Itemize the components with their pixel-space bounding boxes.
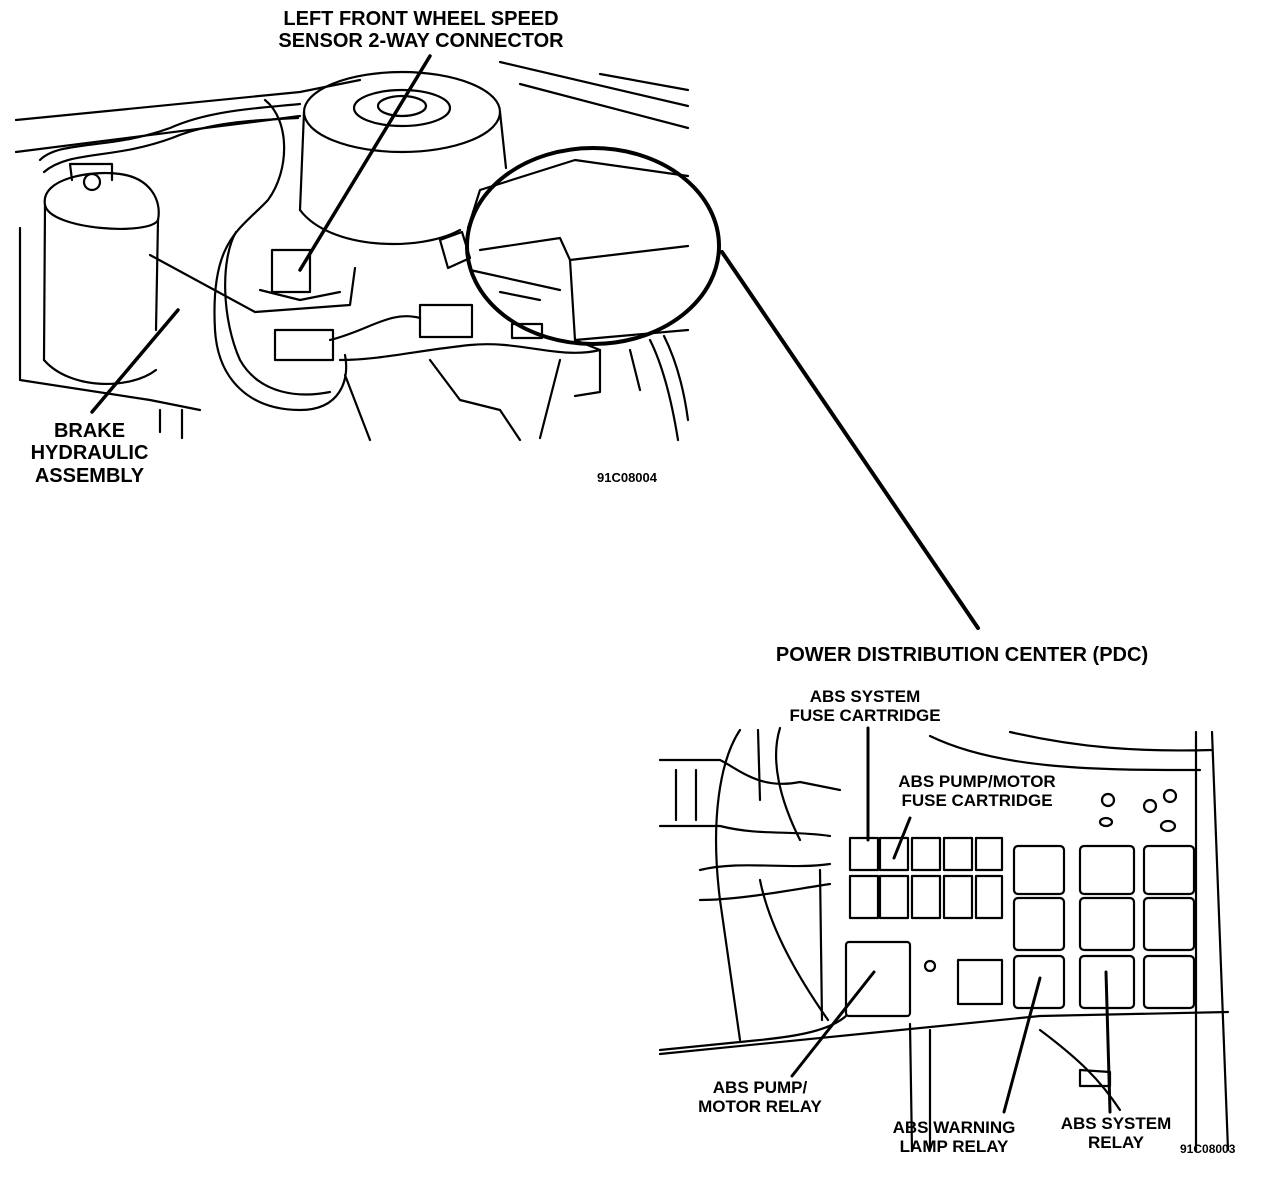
leader-abs-pump-fuse	[892, 816, 912, 860]
leader-wheel-speed	[298, 54, 432, 272]
pdc-title: POWER DISTRIBUTION CENTER (PDC)	[775, 644, 1149, 666]
leader-abs-system-relay	[1104, 970, 1112, 1114]
label-abs-system-relay: ABS SYSTEM RELAY	[1060, 1114, 1172, 1153]
label-abs-system-fuse-cartridge: ABS SYSTEM FUSE CARTRIDGE	[789, 687, 941, 726]
pdc-closeup-illustration	[658, 726, 1230, 1152]
leader-abs-pump-relay	[790, 970, 876, 1078]
label-abs-warning-lamp-relay: ABS WARNING LAMP RELAY	[892, 1118, 1016, 1157]
label-brake-hydraulic-assembly: BRAKE HYDRAULIC ASSEMBLY	[30, 420, 149, 487]
leader-abs-warning-relay	[1002, 976, 1042, 1114]
label-abs-pump-motor-relay: ABS PUMP/ MOTOR RELAY	[698, 1078, 822, 1117]
leader-brake-hydraulic	[90, 308, 180, 414]
pdc-highlight-circle	[465, 146, 721, 346]
engine-bay-illustration	[14, 60, 690, 442]
label-abs-pump-motor-fuse-cartridge: ABS PUMP/MOTOR FUSE CARTRIDGE	[898, 772, 1056, 811]
figure-code-pdc: 91C08003	[1180, 1142, 1236, 1156]
leader-pdc	[720, 250, 980, 630]
label-wheel-speed-connector: LEFT FRONT WHEEL SPEED SENSOR 2-WAY CONN…	[278, 8, 564, 53]
figure-code-top: 91C08004	[597, 470, 657, 485]
